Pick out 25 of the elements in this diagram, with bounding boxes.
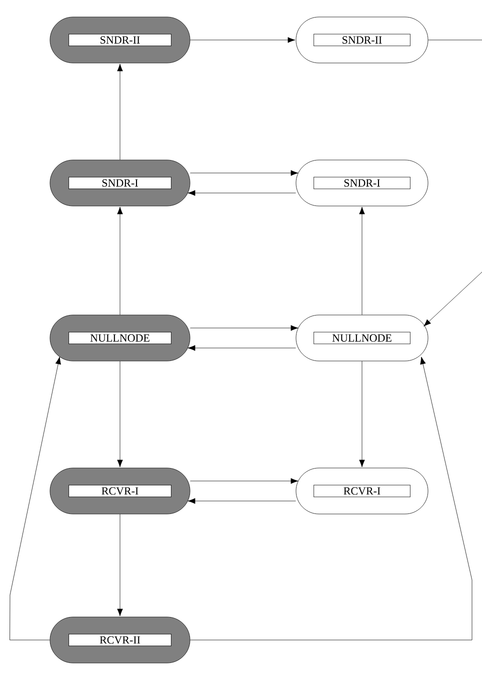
- arrow: [117, 206, 123, 315]
- state-capsule: SNDR-II: [50, 16, 190, 64]
- state-capsule: SNDR-II: [296, 16, 428, 64]
- arrow: [359, 361, 365, 468]
- arrow: [190, 356, 472, 640]
- arrow: [190, 478, 298, 484]
- state-capsule: NULLNODE: [296, 314, 428, 362]
- state-capsule: RCVR-I: [50, 468, 190, 514]
- arrow: [117, 361, 123, 468]
- arrow: [10, 356, 61, 640]
- arrow: [359, 206, 365, 315]
- arrow: [117, 64, 123, 160]
- state-capsule: NULLNODE: [50, 314, 190, 362]
- arrow: [188, 190, 296, 196]
- state-capsule: RCVR-II: [50, 616, 190, 664]
- arrow: [190, 170, 298, 176]
- state-capsule: SNDR-I: [50, 160, 190, 206]
- arrow: [117, 514, 123, 616]
- arrow: [190, 325, 298, 331]
- state-capsule: SNDR-I: [296, 160, 428, 206]
- state-capsule: RCVR-I: [296, 468, 428, 514]
- arrow: [424, 272, 482, 326]
- arrow: [188, 345, 296, 351]
- arrow: [188, 498, 296, 504]
- arrow: [190, 37, 296, 43]
